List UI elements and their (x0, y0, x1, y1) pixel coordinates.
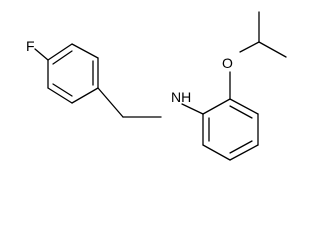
bond-ring1-d (71, 87, 99, 104)
bond-ring2-e (202, 144, 231, 161)
ethoxyphenyl-ring (202, 98, 259, 161)
bond-ring1-b (71, 43, 99, 59)
fluorophenyl-ring (47, 43, 99, 104)
bond-ring1-inner-1 (52, 50, 73, 65)
bond-ring2-a (202, 98, 231, 115)
fluorine-label: F (26, 38, 35, 54)
bond-ring2-inner-1 (229, 105, 253, 119)
structure-canvas: F NH O (26, 11, 287, 161)
bond-ring2-inner-2 (229, 140, 253, 154)
bond-ring2-b (229, 98, 259, 115)
bond-n-ring2 (181, 103, 204, 115)
bond-ch2-ch3 (258, 41, 287, 58)
amine-label: NH (171, 89, 191, 105)
bond-ring1-inner-3 (52, 83, 73, 97)
oxygen-label: O (222, 55, 233, 71)
molecule-structure: F NH O (26, 11, 287, 161)
bond-ring1-e (47, 87, 73, 104)
bond-ring1-a (47, 43, 73, 61)
bond-c-f (34, 48, 49, 61)
bond-ring1-ch2 (97, 87, 124, 118)
bond-o-ch2 (239, 41, 260, 53)
bond-ring2-d (229, 144, 259, 161)
